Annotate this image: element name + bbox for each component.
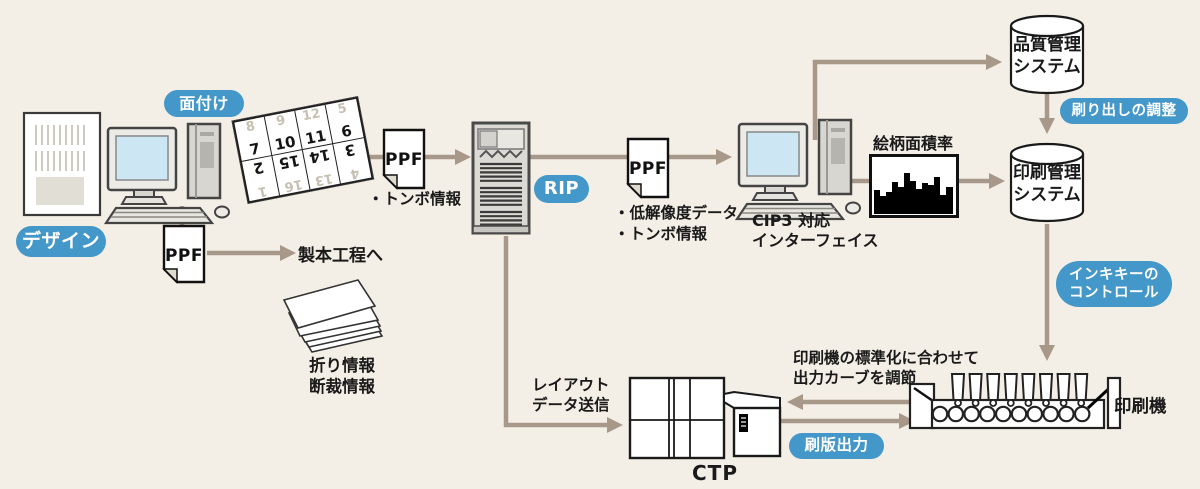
coverage-title: 絵柄面積率 [872,134,953,153]
cip3-workstation-icon [731,116,861,226]
imposition-cell: 3 4 [333,138,371,183]
ppf-lowres-note: ・低解像度データ ・トンボ情報 [614,204,739,243]
imposition-number: 15 [276,151,301,173]
design-pill: デザイン [16,226,106,257]
imposition-cell: 5 6 [325,98,364,145]
imposition-number-faint: 12 [301,106,322,125]
design-workstation-icon [100,120,230,230]
ppf-document-imposition: PPF [382,128,426,190]
cip3-interface-label: CIP3 対応 インターフェイス [752,211,879,250]
imposition-number-faint: 8 [244,118,257,136]
press-label: 印刷機 [1114,397,1167,417]
rip-server-icon [471,121,531,235]
ppf-label: PPF [164,246,204,266]
ctp-label: CTP [692,461,738,485]
imposition-number-faint: 4 [348,164,361,182]
design-document-icon [22,111,102,217]
ppf-label: PPF [628,159,668,179]
ppf-label: PPF [384,150,424,170]
plate-output-pill: 刷版出力 [789,433,884,459]
ctp-machine-icon [628,376,782,460]
binding-process-label: 製本工程へ [298,246,383,266]
imposition-number: 6 [339,121,354,142]
folded-sheets-icon [282,279,384,353]
fold-cut-label: 折り情報 断裁情報 [309,356,375,396]
print-db-label: 印刷管理 システム [1013,163,1081,205]
printing-press-icon [908,373,1122,430]
proof-adjust-pill: 刷り出しの調整 [1060,98,1188,124]
imposition-number: 3 [343,140,358,160]
ppf-document-ripped: PPF [626,137,670,199]
imposition-number: 2 [251,157,266,178]
layout-send-label: レイアウト データ送信 [532,376,610,414]
imposition-number-faint: 13 [313,169,335,189]
imposition-number-faint: 5 [336,101,349,118]
imposition-pill: 面付け [164,90,244,117]
document-icon [162,224,206,284]
imposition-number-faint: 9 [275,112,287,130]
imposition-number: 7 [247,139,262,159]
ink-key-pill: インキキーの コントロール [1056,261,1172,307]
imposition-number-faint: 1 [257,182,269,200]
imposition-number: 11 [303,126,328,149]
ppf-tombo-note: ・トンボ情報 [368,190,462,208]
rip-pill: RIP [534,175,589,203]
imposition-number: 10 [273,132,298,155]
coverage-histogram [869,154,959,218]
document-icon [626,137,670,199]
quality-db-label: 品質管理 システム [1013,35,1081,77]
press-curve-note: 印刷機の標準化に合わせて 出力カーブを調節 [793,349,980,387]
imposition-number: 14 [307,145,332,167]
document-icon [382,128,426,190]
imposition-number-faint: 16 [283,175,304,195]
ppf-document-binding: PPF [162,224,206,284]
